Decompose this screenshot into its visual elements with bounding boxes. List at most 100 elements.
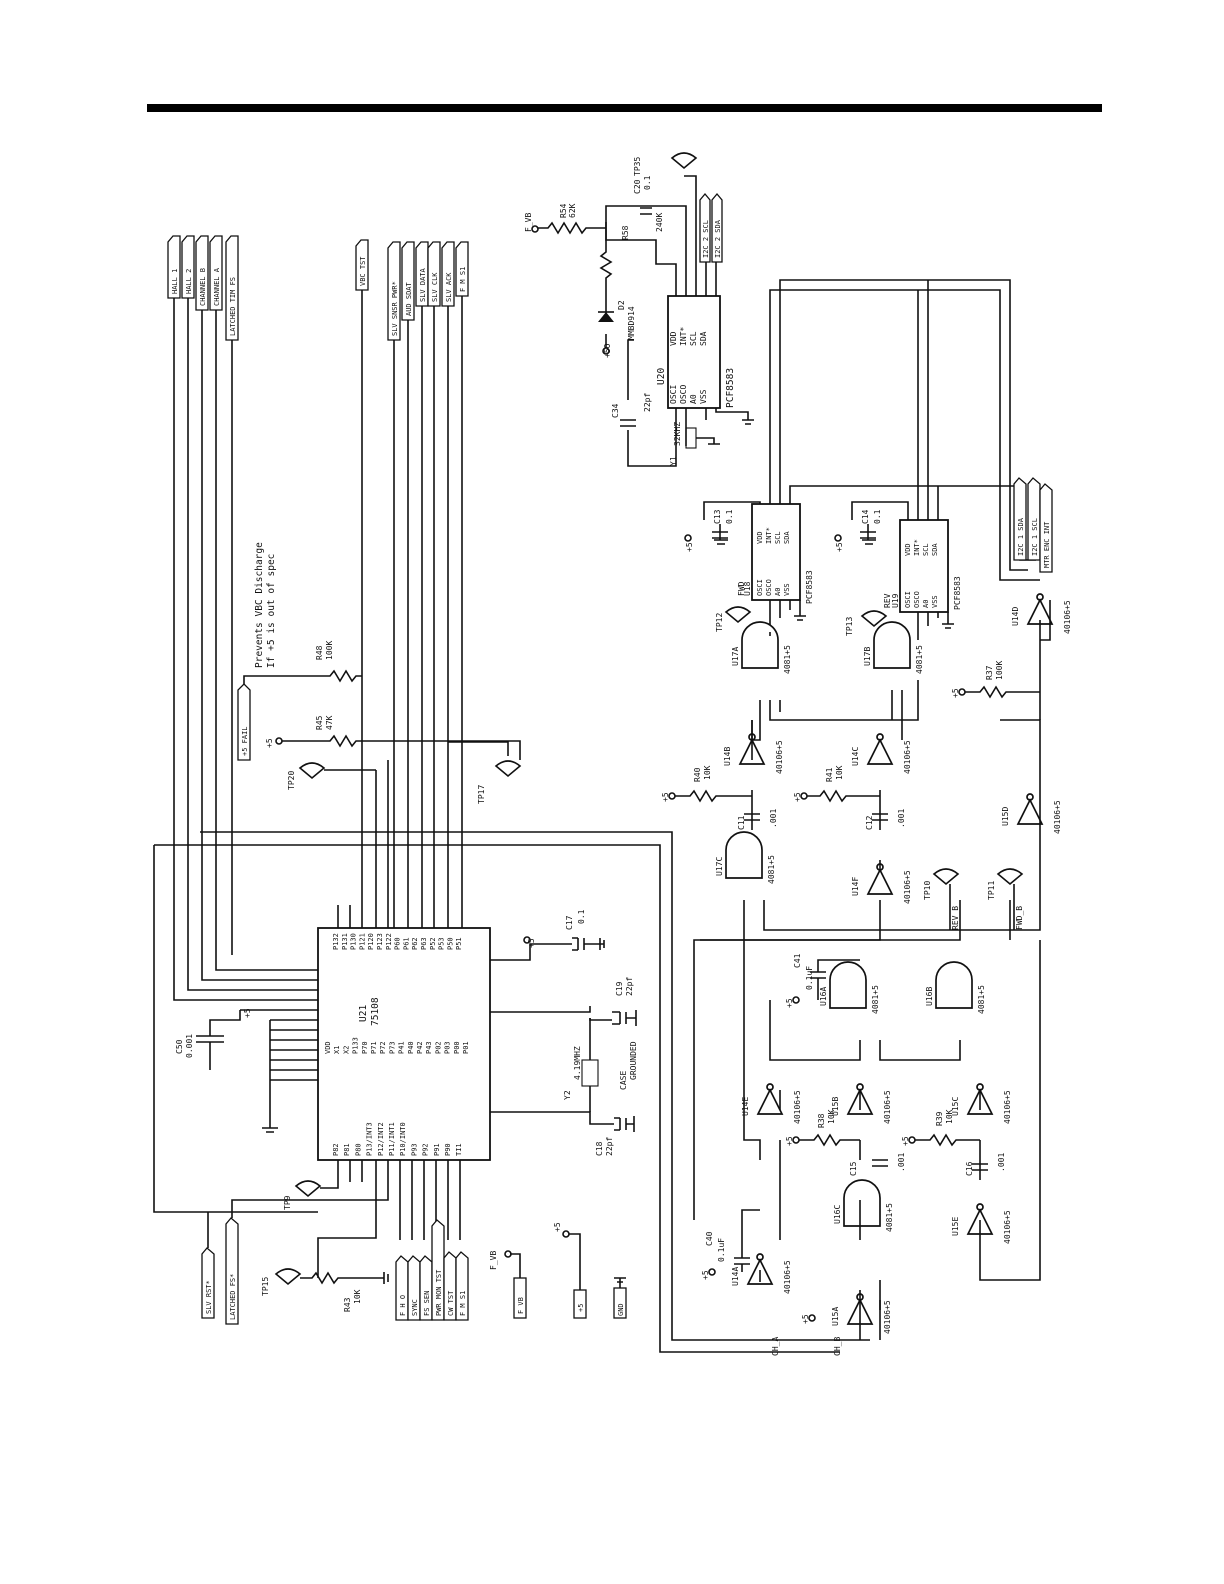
mtr-enc-int-tag[interactable] — [1039, 483, 1053, 573]
tp11-label: TP11 — [987, 881, 996, 900]
u21-pin-label: P90 — [444, 1143, 452, 1156]
r48-ref: R48 — [315, 645, 324, 660]
slv-snsr-pwr-label: SLV SNSR PWR* — [391, 281, 399, 336]
c16-ref: C16 — [965, 1161, 974, 1176]
u14e-ref: U14E — [741, 1097, 750, 1116]
u14b-ref: U14B — [723, 747, 732, 766]
u21-pin-label: P00 — [453, 1041, 461, 1054]
c19-value: 22pf — [625, 977, 634, 996]
tp17-label: TP17 — [477, 785, 486, 804]
u19-pin-vdd: VDD — [904, 543, 912, 556]
slv-data-tag[interactable] — [415, 241, 429, 307]
c14-ref: C14 — [861, 509, 870, 524]
i2c-2-scl-label: I2C 2 SCL — [702, 220, 710, 258]
u21-pin-label: P131 — [341, 933, 349, 950]
latched-fs-label: LATCHED FS* — [229, 1274, 237, 1320]
hall-1-tag[interactable] — [167, 235, 181, 299]
channel-a-tag[interactable] — [209, 235, 223, 311]
u21-pin-label: P10/INT0 — [399, 1122, 407, 1156]
plus5-fail-tag[interactable] — [237, 683, 251, 761]
u14a-part: 40106+5 — [783, 1260, 792, 1294]
pwr-mon-tst-tag[interactable] — [431, 1219, 445, 1321]
cw-tst-label: CW TST — [447, 1290, 455, 1316]
u21-pin-label: P51 — [455, 937, 463, 950]
u21-pin-label: P63 — [420, 937, 428, 950]
u21-pin-label: P122 — [385, 933, 393, 950]
slv-data-label: SLV DATA — [419, 267, 427, 302]
u21-pin-label: P81 — [343, 1143, 351, 1156]
u17a-ref: U17A — [731, 647, 740, 666]
gnd-tag[interactable] — [613, 1287, 627, 1319]
aud-sdat-tag[interactable] — [401, 241, 415, 321]
i2c-2-scl-tag[interactable] — [699, 192, 711, 263]
left-bottom-net-tags: SLV RST* LATCHED FS* F H O SYNC FS SEN P… — [201, 1180, 627, 1325]
u20-pin-vdd: VDD — [669, 331, 678, 346]
r54-ref: R54 — [559, 203, 568, 218]
u19-pin-a0: A0 — [922, 600, 930, 608]
sync-tag[interactable] — [407, 1255, 421, 1321]
u17b-ref: U17B — [863, 647, 872, 666]
slv-snsr-pwr-tag[interactable] — [387, 241, 401, 341]
c12-ref: C12 — [865, 815, 874, 830]
plus5-tag[interactable] — [573, 1289, 587, 1319]
latched-tim-fs-label: LATCHED TIM FS — [229, 277, 237, 336]
f-h-o-tag[interactable] — [395, 1255, 409, 1321]
i2c-1-sda-tag[interactable] — [1013, 477, 1027, 561]
plus5-tag-label: +5 — [577, 1304, 585, 1312]
u15c-ref: U15C — [951, 1097, 960, 1116]
u21-pin-label: P123 — [376, 933, 384, 950]
u21-pin-label: P41 — [398, 1041, 406, 1054]
u14a-ref: U14A — [731, 1267, 740, 1286]
slv-ack-tag[interactable] — [441, 241, 455, 307]
u20-ic-body — [667, 295, 721, 409]
r40-ref: R40 — [693, 767, 702, 782]
c15-value: .001 — [897, 1153, 906, 1172]
i2c-2-sda-tag[interactable] — [711, 192, 723, 263]
slv-clk-tag[interactable] — [427, 241, 441, 307]
cw-tst-tag[interactable] — [443, 1251, 457, 1321]
r48-value: 100K — [325, 641, 334, 660]
latched-tim-fs-tag[interactable] — [225, 235, 239, 341]
reset-supervisor-block: +5 FAIL R48 100K +5 R45 47K TP20 TP17 — [237, 641, 522, 804]
hall-1-label: HALL 1 — [171, 269, 179, 294]
u21-pin-label: P121 — [358, 933, 366, 950]
y1-value: 32KHZ — [673, 422, 682, 446]
u14f-ref: U14F — [851, 877, 860, 896]
u20-pin-sda: SDA — [699, 331, 708, 346]
u18-pin-osci: OSCI — [756, 579, 764, 596]
r58-value: 240K — [655, 213, 664, 232]
u21-pin-label: P13/INT3 — [366, 1122, 374, 1156]
i2c-1-scl-tag[interactable] — [1027, 477, 1041, 561]
hall-2-tag[interactable] — [181, 235, 195, 299]
u14d-part: 40106+5 — [1063, 600, 1072, 634]
u15a-part: 40106+5 — [883, 1300, 892, 1334]
plus5-rail-tag: +5 — [553, 1222, 562, 1232]
r43-value: 10K — [353, 1289, 362, 1304]
plus5-rail-u15a: +5 — [801, 1314, 810, 1324]
u21-pin-label: P82 — [332, 1143, 340, 1156]
channel-b-tag[interactable] — [195, 235, 209, 311]
d2-ref: D2 — [617, 300, 626, 310]
c11-ref: C11 — [737, 815, 746, 830]
fs-sen-tag[interactable] — [419, 1255, 433, 1321]
slv-rst-tag[interactable] — [201, 1247, 215, 1319]
tp13-label: TP13 — [845, 617, 854, 636]
latched-fs-tag[interactable] — [225, 1217, 239, 1325]
u19-pin-osci: OSCI — [904, 591, 912, 608]
f-m-s1-tag[interactable] — [455, 241, 469, 297]
u18-pin-vdd: VDD — [756, 531, 764, 544]
u21-pin-label: P130 — [350, 933, 358, 950]
c40-value: 0.1uF — [717, 1238, 726, 1262]
f-m-s1-lower-tag[interactable] — [455, 1251, 469, 1321]
f-vb-tag[interactable] — [513, 1277, 527, 1319]
u21-pin-label: P73 — [388, 1041, 396, 1054]
vbc-tst-tag[interactable] — [355, 239, 369, 291]
